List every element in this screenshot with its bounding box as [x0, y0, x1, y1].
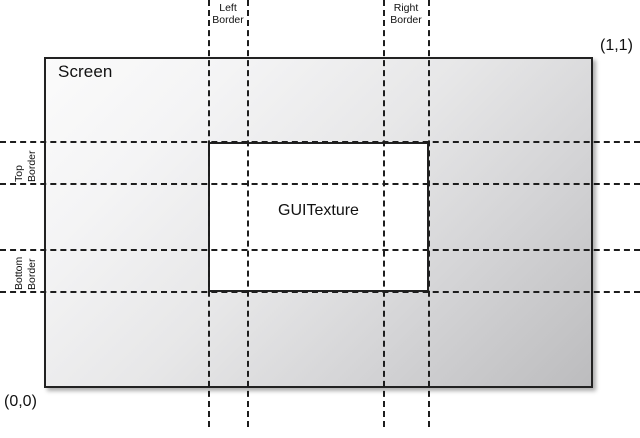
bottom-border-label-line1: Bottom [13, 256, 25, 290]
bottom-border-label-line2: Border [26, 258, 38, 290]
right-border-guide-outer [428, 0, 430, 427]
right-border-label-line1: Right [393, 2, 419, 14]
bottom-border-guide-inner [0, 249, 640, 251]
right-border-guide-inner [383, 0, 385, 427]
top-right-coordinate-label: (1,1) [600, 37, 633, 54]
left-border-annotation: Left Border [210, 2, 246, 26]
left-border-label-line2: Border [212, 14, 244, 26]
top-border-guide-outer [0, 141, 640, 143]
top-border-label-line2: Border [26, 150, 38, 182]
right-border-label-line2: Border [390, 14, 422, 26]
guitexture-rectangle [208, 142, 429, 292]
bottom-border-guide-outer [0, 291, 640, 293]
top-border-label-line1: Top [13, 165, 25, 182]
screen-label: Screen [58, 62, 113, 81]
left-border-label-line1: Left [219, 2, 237, 14]
guitexture-label: GUITexture [278, 202, 359, 219]
top-border-guide-inner [0, 183, 640, 185]
left-border-guide-outer [208, 0, 210, 427]
left-border-guide-inner [247, 0, 249, 427]
right-border-annotation: Right Border [385, 2, 427, 26]
bottom-left-coordinate-label: (0,0) [4, 393, 37, 410]
